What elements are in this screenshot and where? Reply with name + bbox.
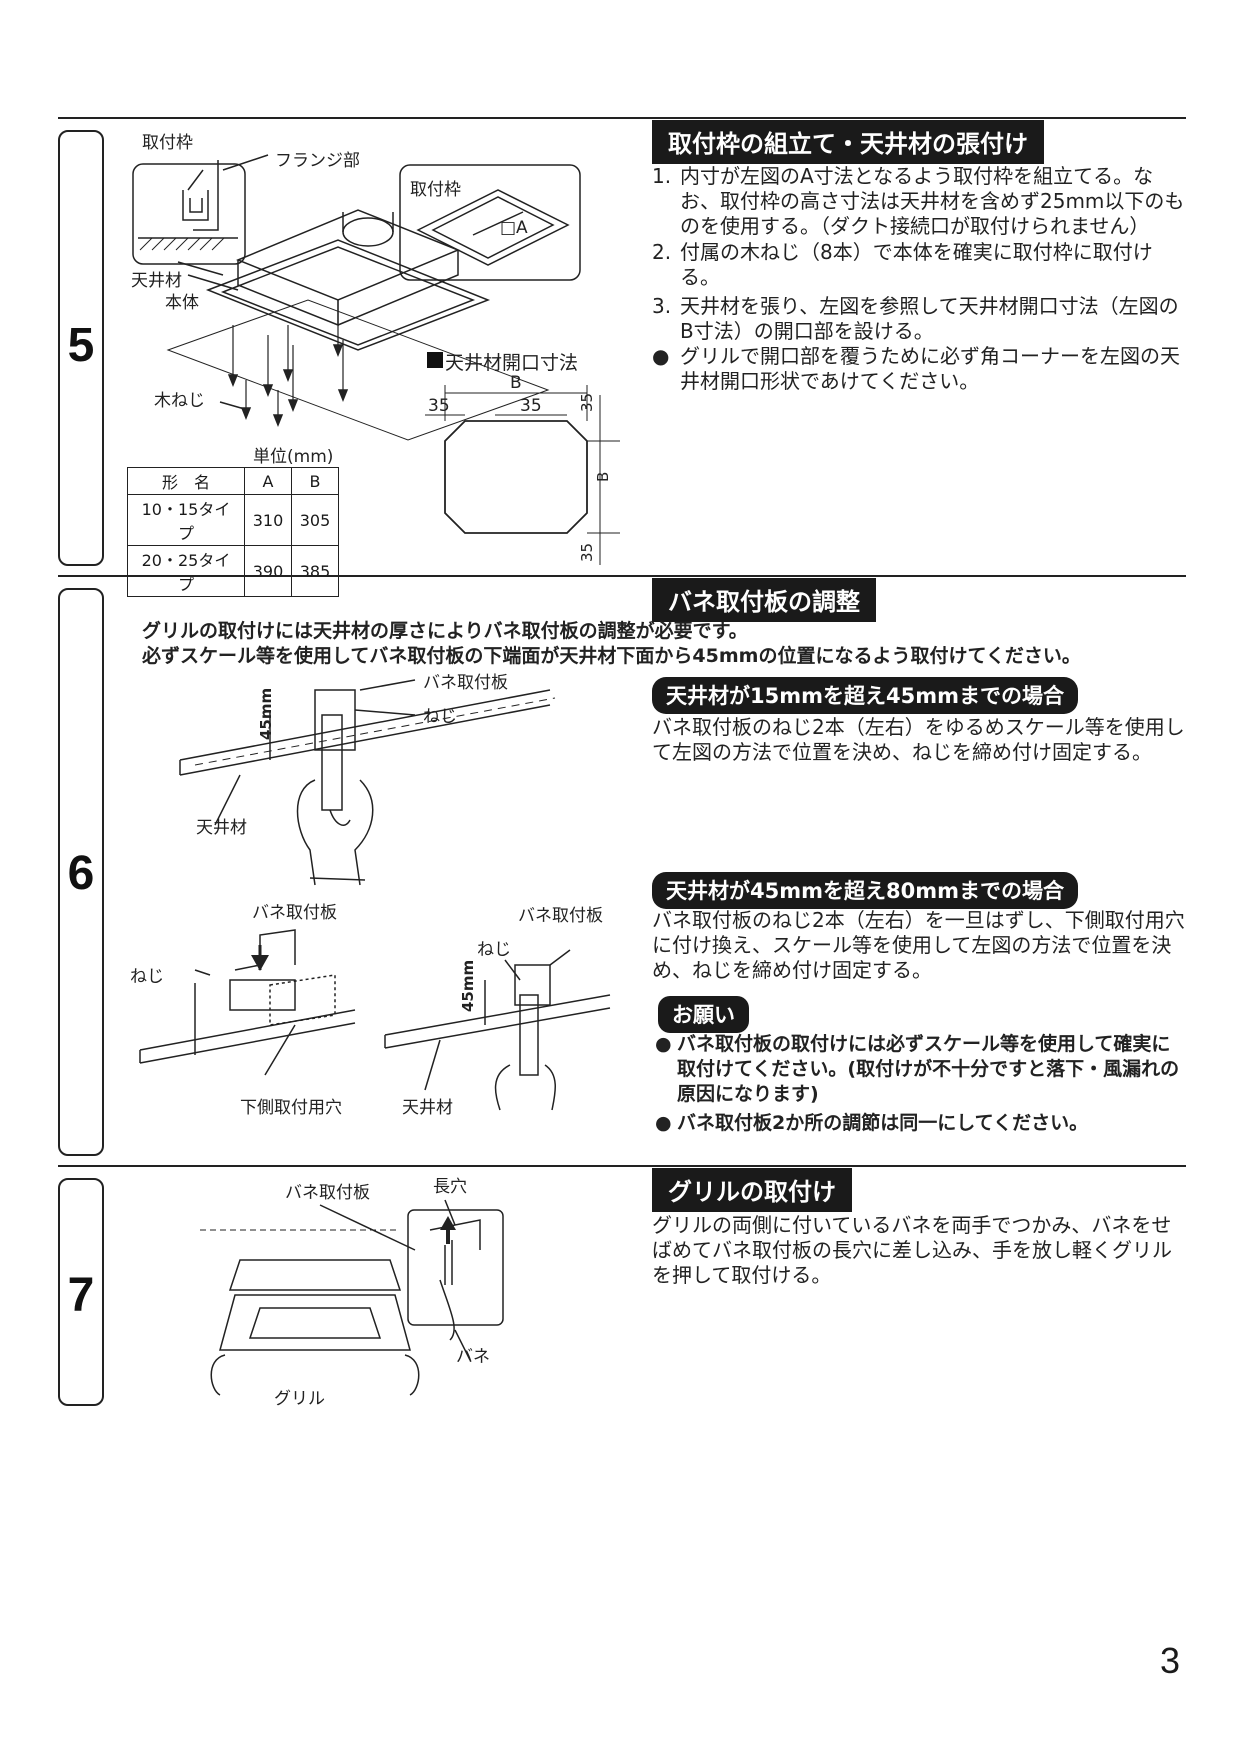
step-number-7: 7 <box>67 1269 95 1322</box>
step5-item-3: 3.天井材を張り、左図を参照して天井材開口寸法（左図のB寸法）の開口部を設ける。 <box>652 294 1179 343</box>
case1-title: 天井材が15mmを超え45mmまでの場合 <box>652 677 1078 714</box>
label-frame-inset: 取付枠 <box>410 180 461 200</box>
opening-shape-diagram <box>425 385 620 565</box>
step-tab-7 <box>58 1178 104 1406</box>
label-screw-1: ねじ <box>423 707 457 727</box>
request-item: ●バネ取付板2か所の調節は同一にしてください。 <box>655 1112 1089 1134</box>
label-spring-plate-1: バネ取付板 <box>423 673 508 693</box>
label-ceiling: 天井材 <box>131 271 182 291</box>
dim-35-right-bottom: 35 <box>578 542 596 562</box>
table-cell: 390 <box>244 545 292 597</box>
grille-installation-diagram <box>200 1199 504 1396</box>
label-ceiling-1: 天井材 <box>196 818 247 838</box>
table-row: 10・15タイプ 310 305 <box>127 494 339 546</box>
page-number: 3 <box>1159 1640 1180 1681</box>
dim-35-right-top: 35 <box>578 392 596 412</box>
label-flange: フランジ部 <box>275 151 360 171</box>
section-divider-7 <box>58 1165 1186 1167</box>
model-dimension-table: 形 名 A B 10・15タイプ 310 305 20・25タイプ 390 38… <box>127 467 339 597</box>
spring-plate-lower-hole-diagram <box>139 929 356 1076</box>
label-45mm-1: 45mm <box>257 687 275 740</box>
case1-text: バネ取付板のねじ2本（左右）をゆるめスケール等を使用して左図の方法で位置を決め、… <box>652 715 1185 764</box>
dim-b-horizontal: B <box>510 373 522 393</box>
label-45mm-2: 45mm <box>459 959 477 1012</box>
step7-text: グリルの両側に付いているバネを両手でつかみ、バネをせばめてバネ取付板の長穴に差し… <box>652 1213 1172 1287</box>
label-frame: 取付枠 <box>142 133 193 153</box>
table-cell: 20・25タイプ <box>127 545 245 597</box>
table-header-cell: A <box>244 467 292 495</box>
opening-dimension-title: 天井材開口寸法 <box>445 352 579 374</box>
table-cell: 310 <box>244 494 292 546</box>
dim-35-left: 35 <box>428 396 450 416</box>
dim-b-vertical: B <box>594 471 612 482</box>
label-slot: 長穴 <box>433 1177 467 1197</box>
opening-title-marker <box>427 352 443 368</box>
step-number-5: 5 <box>67 319 95 372</box>
label-screw-3: ねじ <box>477 940 511 960</box>
request-badge: お願い <box>658 996 749 1033</box>
label-spring-plate-7: バネ取付板 <box>285 1183 370 1203</box>
step5-heading: 取付枠の組立て・天井材の張付け <box>652 120 1044 164</box>
step5-item-2: 2.付属の木ねじ（8本）で本体を確実に取付枠に取付ける。 <box>652 240 1153 289</box>
spring-plate-adjust-diagram-2 <box>384 949 611 1111</box>
label-lower-hole: 下側取付用穴 <box>240 1098 342 1118</box>
unit-label: 単位(mm) <box>253 447 334 467</box>
label-spring: バネ <box>456 1347 490 1367</box>
label-screw-2: ねじ <box>130 967 164 987</box>
label-dim-a: □A <box>500 218 528 238</box>
case2-title: 天井材が45mmを超え80mmまでの場合 <box>652 872 1078 909</box>
step5-item-1: 1.内寸が左図のA寸法となるよう取付枠を組立てる。なお、取付枠の高さ寸法は天井材… <box>652 164 1185 238</box>
step-tab-6 <box>58 588 104 1156</box>
label-ceiling-3: 天井材 <box>402 1098 453 1118</box>
label-spring-plate-2: バネ取付板 <box>252 903 337 923</box>
label-grille: グリル <box>274 1389 325 1409</box>
step5-item-4: ●グリルで開口部を覆うために必ず角コーナーを左図の天井材開口形状であけてください… <box>652 344 1180 393</box>
table-header-row: 形 名 A B <box>127 467 339 495</box>
label-spring-plate-3: バネ取付板 <box>518 906 603 926</box>
step7-heading: グリルの取付け <box>652 1168 852 1212</box>
section-divider-6 <box>58 575 1186 577</box>
step5-instructions: 1.内寸が左図のA寸法となるよう取付枠を組立てる。なお、取付枠の高さ寸法は天井材… <box>652 164 1187 394</box>
section-divider-5 <box>58 117 1186 119</box>
label-body: 本体 <box>165 293 199 313</box>
step6-intro-1: グリルの取付けには天井材の厚さによりバネ取付板の調整が必要です。 <box>142 620 748 642</box>
step6-heading: バネ取付板の調整 <box>652 578 876 622</box>
label-wood-screw: 木ねじ <box>154 391 205 411</box>
request-list: ●バネ取付板の取付けには必ずスケール等を使用して確実に取付けてください。(取付け… <box>655 1032 1185 1136</box>
spring-plate-adjust-diagram-1 <box>179 679 556 886</box>
request-item: ●バネ取付板の取付けには必ずスケール等を使用して確実に取付けてください。(取付け… <box>655 1033 1180 1105</box>
case2-text: バネ取付板のねじ2本（左右）を一旦はずし、下側取付用穴に付け換え、スケール等を使… <box>652 908 1185 982</box>
table-cell: 10・15タイプ <box>127 494 245 546</box>
step-number-6: 6 <box>67 847 95 900</box>
dim-35-mid: 35 <box>520 396 542 416</box>
table-row: 20・25タイプ 390 385 <box>127 545 339 597</box>
frame-installation-diagram <box>132 154 581 441</box>
table-header-cell: 形 名 <box>127 467 245 495</box>
table-cell: 385 <box>291 545 339 597</box>
table-cell: 305 <box>291 494 339 546</box>
step-tab-5 <box>58 130 104 566</box>
step6-intro-2: 必ずスケール等を使用してバネ取付板の下端面が天井材下面から45mmの位置になるよ… <box>142 645 1081 667</box>
table-header-cell: B <box>291 467 339 495</box>
